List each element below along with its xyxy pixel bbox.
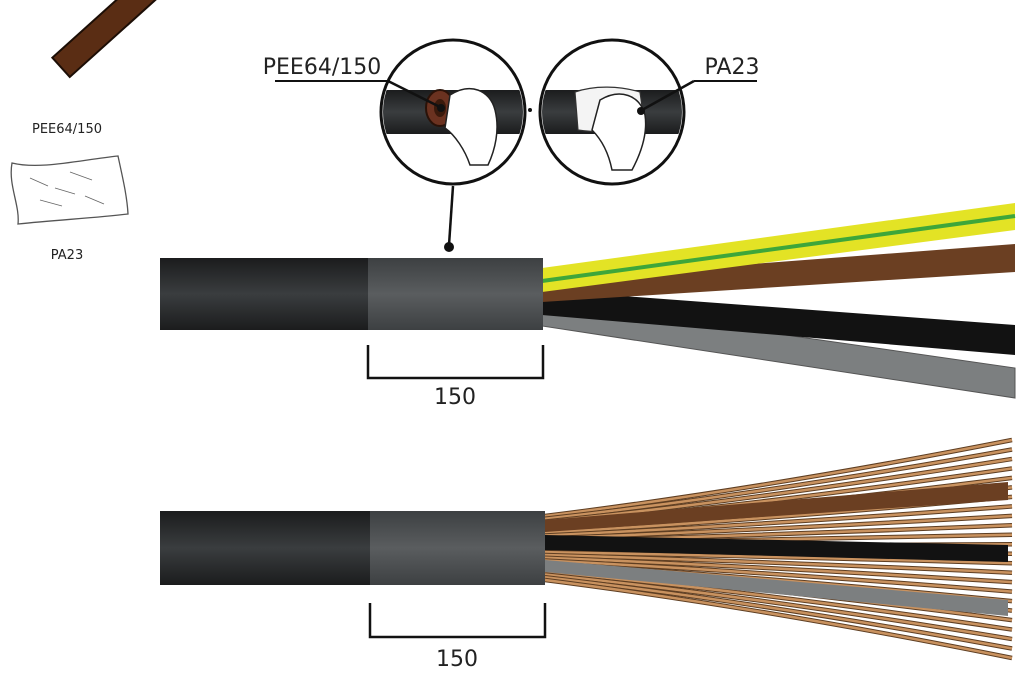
callout-left-label: PEE64/150: [263, 55, 381, 80]
bottom-dimension-label: 150: [436, 647, 478, 672]
core-black: [542, 290, 1015, 355]
wire-strand: [544, 514, 1013, 540]
top-dimension-label: 150: [434, 385, 476, 410]
cable-jacket: [160, 258, 370, 330]
cable-jacket: [160, 511, 372, 585]
prepared-section: [368, 258, 543, 330]
wire-strand: [544, 559, 1013, 593]
callout-labels: PEE64/150 PA23: [263, 55, 760, 115]
callout-right-label: PA23: [705, 55, 760, 80]
core-brown: [542, 244, 1015, 302]
prepared-section: [370, 511, 545, 585]
wire-strand: [544, 448, 1013, 521]
dimension-bracket: [368, 603, 547, 639]
inner-core-black: [545, 535, 1008, 562]
wire-strand: [544, 550, 1013, 565]
callout-left: [379, 38, 527, 252]
wire-strand: [544, 556, 1013, 584]
wire-strand: [544, 438, 1013, 518]
inner-core-brown: [545, 482, 1008, 532]
wire-strand: [544, 575, 1013, 650]
hand-icon: [591, 93, 647, 171]
legend-pa-label: PA23: [51, 248, 83, 263]
wire-strand: [544, 505, 1013, 537]
legend-pa-bag-icon: [10, 155, 129, 225]
legend-pee-strip: [50, 0, 168, 79]
bottom-cable: 150: [160, 437, 1013, 672]
inner-core-grey: [545, 560, 1008, 616]
dimension-bracket: [366, 345, 545, 380]
wire-strand: [544, 578, 1013, 660]
callout-right: [528, 38, 686, 186]
hand-icon: [444, 87, 498, 166]
legend-pee-label: PEE64/150: [32, 122, 102, 137]
legend: PEE64/150 PA23: [10, 0, 168, 263]
top-cable: 150: [160, 203, 1016, 410]
wire-strand: [544, 553, 1013, 574]
wire-strand: [544, 573, 1013, 641]
